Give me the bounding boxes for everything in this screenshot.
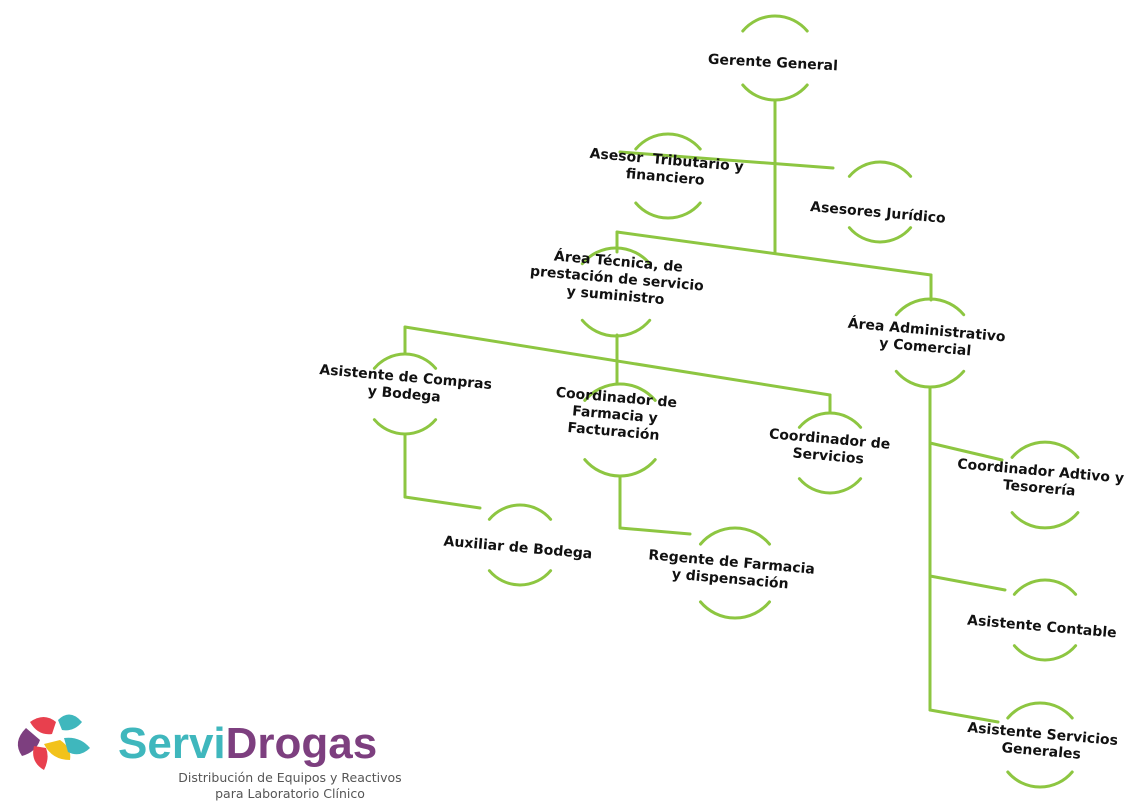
node-arc [699,526,771,546]
org-node-asesor-tributario: Asesor Tributario yfinanciero [588,132,745,220]
org-node-area-tecnica: Área Técnica, deprestación de servicioy … [528,246,706,338]
node-arc [583,382,657,402]
node-arc [894,369,966,389]
org-node-area-administrativo: Área Administrativoy Comercial [846,297,1007,389]
node-label: Coordinador deFarmacia yFacturación [552,385,677,445]
node-arc [797,477,863,495]
node-label: Auxiliar de Bodega [443,534,593,563]
connector-lines [403,98,1007,724]
node-label: Asistente de Comprasy Bodega [317,362,492,410]
connector-line [403,325,832,397]
node-arc [487,503,553,521]
node-label: Regente de Farmaciay dispensación [646,547,815,594]
connector-line [928,441,1004,462]
node-label-line: Servicios [792,445,865,467]
org-node-asistente-contable: Asistente Contable [967,578,1118,662]
node-label: Asistente ServiciosGenerales [965,720,1118,766]
org-node-auxiliar-bodega: Auxiliar de Bodega [443,503,593,587]
node-arc [580,318,652,338]
node-label-line: financiero [625,166,705,189]
node-label: Asesor Tributario yfinanciero [588,146,745,192]
node-label-line: Gerente General [708,52,839,75]
node-arc [1010,511,1080,530]
node-arc [1010,440,1080,459]
logo-icon [17,714,90,770]
node-arc [847,160,913,178]
org-node-coordinador-servicios: Coordinador deServicios [767,411,891,495]
connector-line [618,150,835,170]
node-arc [1012,578,1078,596]
node-arc [1006,770,1074,789]
logo-wordmark-servi: Servi [118,719,226,768]
node-arc [580,246,652,266]
node-arc [634,132,702,151]
node-label: Asistente Contable [967,612,1118,641]
node-label-line: Asistente Contable [967,612,1118,641]
node-arc [894,297,966,317]
node-label-line: Generales [1001,740,1082,763]
connector-line [928,574,1007,592]
node-label: Asesores Jurídico [810,199,947,227]
node-arc [847,226,913,244]
org-node-asistente-servicios: Asistente ServiciosGenerales [965,701,1119,789]
connector-line [403,495,482,510]
node-label-line: Asesores Jurídico [810,199,947,227]
node-arc [741,14,809,33]
node-label: Coordinador Adtivo yTesorería [955,456,1124,503]
node-label: Área Técnica, deprestación de servicioy … [528,246,706,312]
node-label-line: Auxiliar de Bodega [443,534,593,563]
node-arc [741,83,809,102]
logo-wordmark: ServiDrogas [118,719,377,768]
node-label: Área Administrativoy Comercial [846,315,1007,363]
org-node-gerente: Gerente General [708,14,839,102]
org-node-coordinador-farmacia: Coordinador deFarmacia yFacturación [552,382,678,478]
org-node-regente-farmacia: Regente de Farmaciay dispensación [646,526,815,620]
node-label-line: Farmacia y [572,403,659,426]
node-label: Gerente General [708,52,839,75]
logo-tagline-line1: Distribución de Equipos y Reactivos [178,770,401,785]
node-label-line: Tesorería [1002,477,1076,499]
node-arc [487,569,553,587]
node-arc [699,600,771,620]
node-arc [1006,701,1074,720]
logo-wordmark-drogas: Drogas [226,719,378,768]
org-node-asesores-juridico: Asesores Jurídico [810,160,947,244]
node-label: Coordinador deServicios [767,426,891,469]
org-node-asistente-compras: Asistente de Comprasy Bodega [317,352,493,436]
connector-line [615,230,933,277]
connector-line [618,526,692,536]
node-arc [634,201,702,220]
node-arc [797,411,863,429]
node-arc [372,418,438,436]
node-arc [372,352,438,370]
logo-tagline-line2: para Laboratorio Clínico [215,786,365,801]
node-label-line: y Bodega [367,383,441,405]
node-arc [583,458,657,478]
company-logo: ServiDrogas Distribución de Equipos y Re… [17,714,402,801]
connector-line [928,708,1000,724]
node-arc [1012,644,1078,662]
